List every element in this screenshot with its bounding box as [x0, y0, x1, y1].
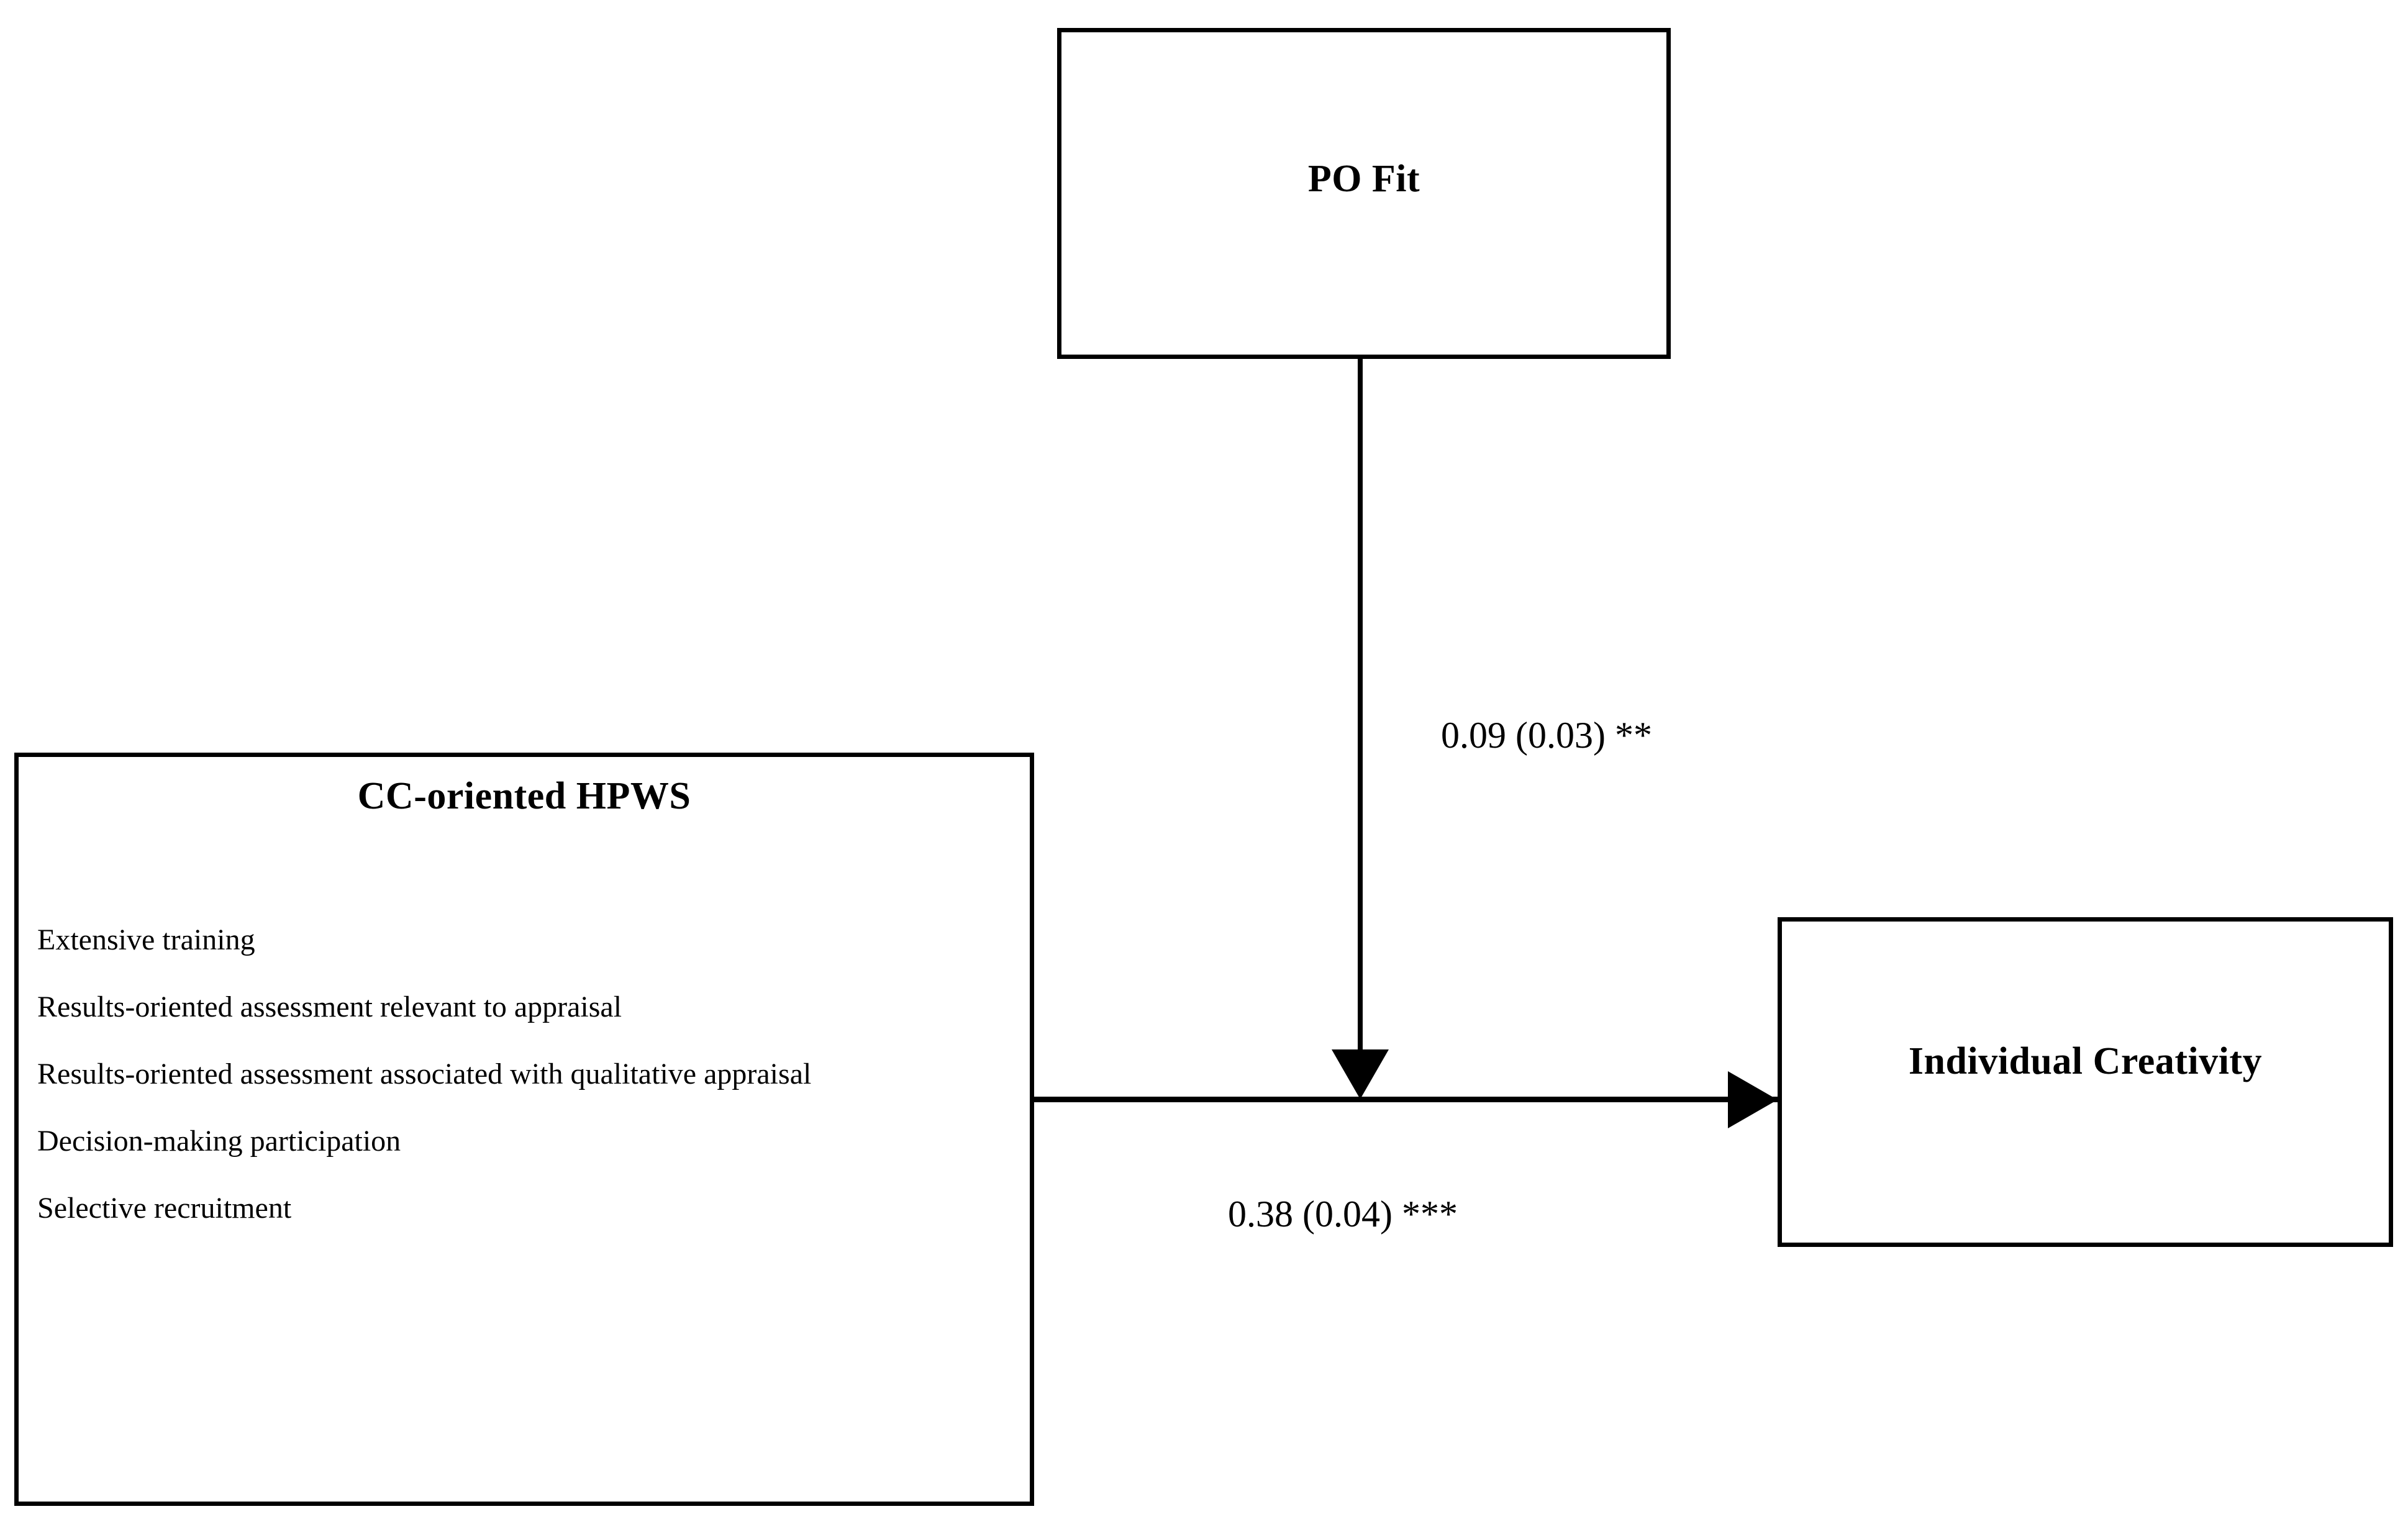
list-item: Decision-making participation — [37, 1125, 401, 1158]
path-coefficient-po-fit: 0.09 (0.03) ** — [1441, 715, 1652, 756]
node-label-po-fit: PO Fit — [1307, 158, 1420, 200]
list-item: Results-oriented assessment relevant to … — [37, 990, 622, 1023]
node-box-cc-oriented-hpws — [14, 753, 1034, 1506]
list-item: Extensive training — [37, 923, 255, 956]
path-line-po-fit-to-creativity — [1358, 359, 1363, 1049]
arrowhead-right-icon — [1728, 1071, 1778, 1128]
path-coefficient-direct-effect: 0.38 (0.04) *** — [1228, 1194, 1458, 1235]
node-label-cc-oriented-hpws: CC-oriented HPWS — [357, 775, 691, 817]
node-box-po-fit — [1057, 28, 1671, 359]
list-item: Results-oriented assessment associated w… — [37, 1058, 812, 1090]
node-box-individual-creativity — [1778, 917, 2393, 1247]
list-item: Selective recruitment — [37, 1192, 292, 1225]
arrowhead-down-icon — [1332, 1049, 1389, 1099]
hpws-practice-list: Extensive training Results-oriented asse… — [37, 918, 996, 1231]
path-line-hpws-to-creativity — [1034, 1097, 1778, 1102]
node-label-individual-creativity: Individual Creativity — [1908, 1040, 2263, 1082]
